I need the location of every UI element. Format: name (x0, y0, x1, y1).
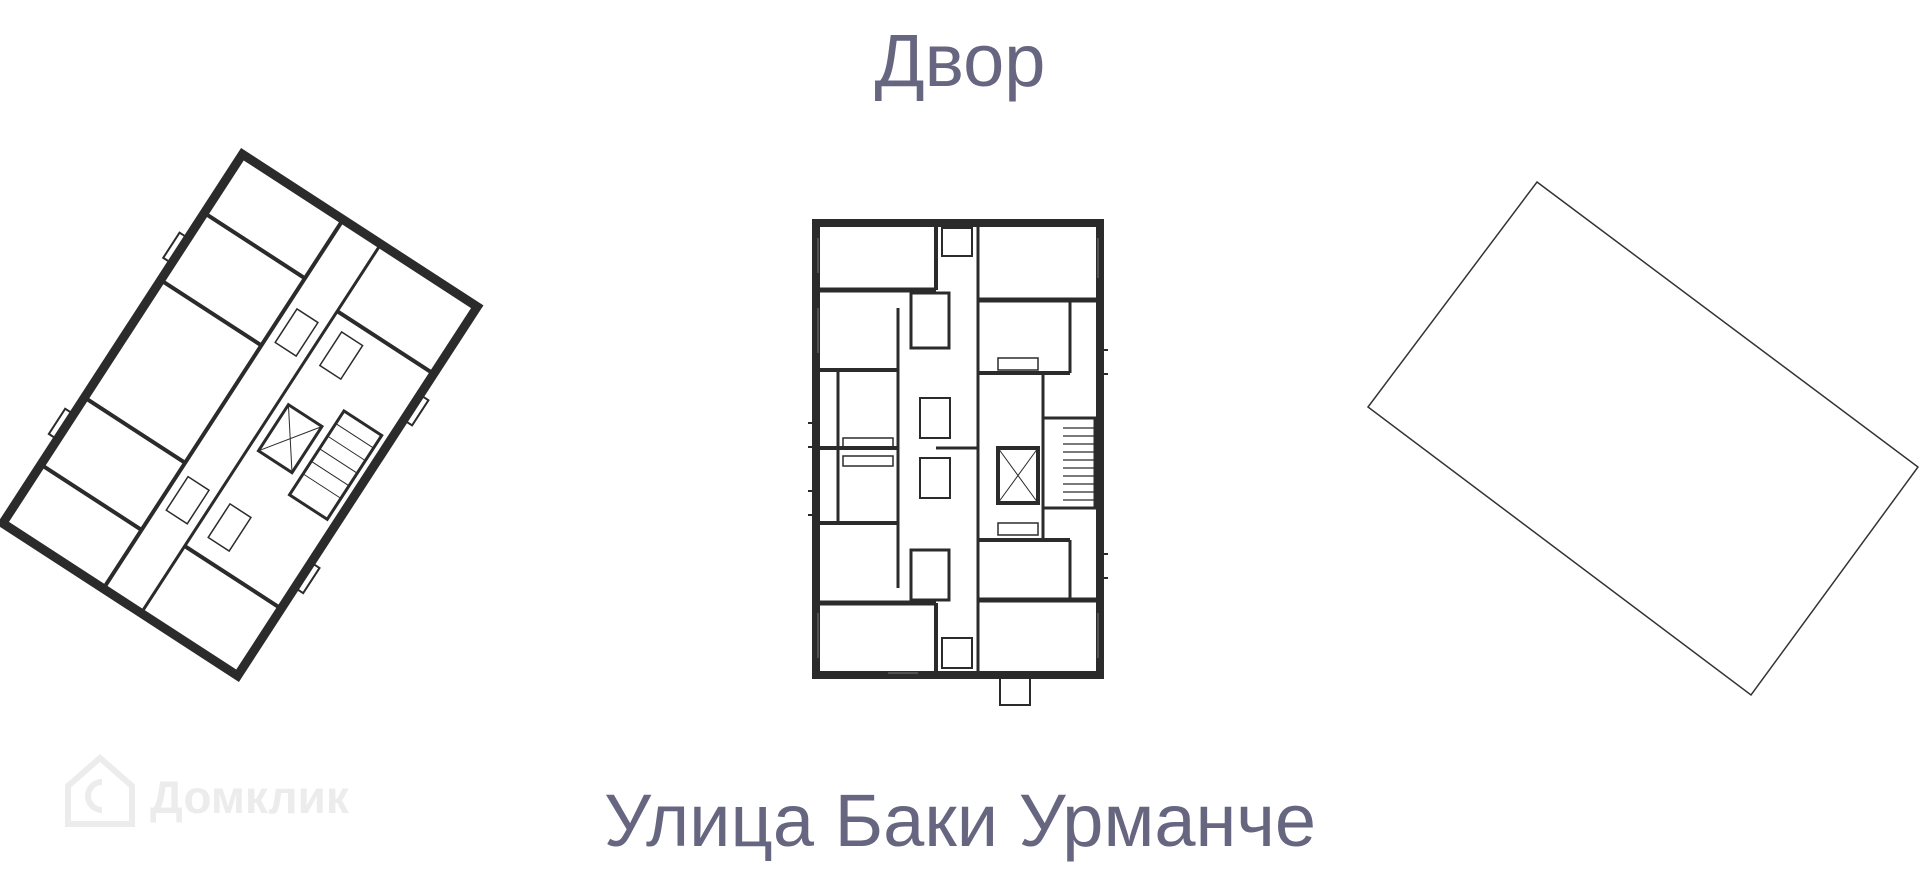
building-footprint-outline (1366, 180, 1920, 697)
house-logo-icon (62, 752, 138, 841)
watermark-text: Домклик (150, 770, 349, 823)
floor-plan-drawing (808, 219, 1108, 706)
rotated-floor-plan-drawing (0, 148, 484, 682)
watermark: Домклик (62, 752, 349, 841)
rotated-floor-plan (0, 140, 520, 700)
floor-plan (808, 218, 1108, 710)
building-footprint (1360, 175, 1920, 705)
street-label: Улица Баки Урманче (603, 779, 1317, 862)
courtyard-label: Двор (874, 19, 1046, 102)
